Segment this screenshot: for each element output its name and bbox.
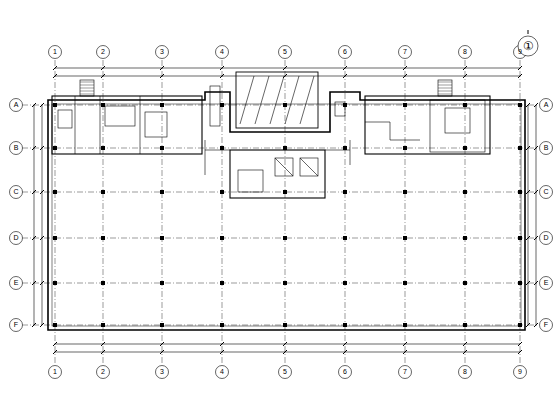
axis-label: 7 <box>398 46 412 58</box>
axis-label: D <box>9 232 23 244</box>
axis-label: F <box>539 319 553 331</box>
axis-label: B <box>539 142 553 154</box>
axis-label: C <box>9 186 23 198</box>
axis-label: 9 <box>513 366 527 378</box>
axis-label: E <box>539 277 553 289</box>
axis-label: 2 <box>96 46 110 58</box>
axis-label: A <box>539 99 553 111</box>
axis-label: 4 <box>215 366 229 378</box>
axis-label: 3 <box>155 366 169 378</box>
axis-label: 6 <box>338 46 352 58</box>
axis-label: 8 <box>458 46 472 58</box>
axis-label: D <box>539 232 553 244</box>
axis-label: 5 <box>278 46 292 58</box>
axis-label: 7 <box>398 366 412 378</box>
axis-label: 3 <box>155 46 169 58</box>
north-mark: ① <box>519 37 537 55</box>
axis-label: 4 <box>215 46 229 58</box>
axis-label: 5 <box>278 366 292 378</box>
axis-label: 1 <box>48 366 62 378</box>
axis-label: 6 <box>338 366 352 378</box>
axis-label: 1 <box>48 46 62 58</box>
axis-label: C <box>539 186 553 198</box>
axis-label: 2 <box>96 366 110 378</box>
axis-label: B <box>9 142 23 154</box>
linework <box>10 30 553 379</box>
axis-label: E <box>9 277 23 289</box>
axis-label: 8 <box>458 366 472 378</box>
axis-label: A <box>9 99 23 111</box>
axis-label: F <box>9 319 23 331</box>
